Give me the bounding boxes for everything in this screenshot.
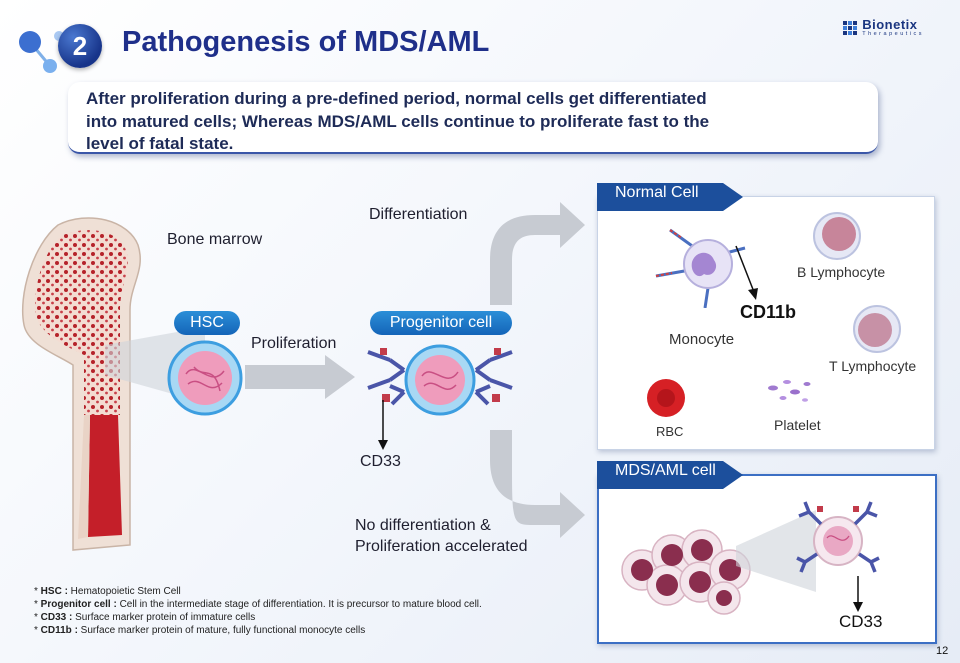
cd33-pointer-arrow-right xyxy=(853,576,863,612)
mds-zoom-cone xyxy=(736,510,816,592)
cd11b-label: CD11b xyxy=(740,302,797,322)
company-logo: Bionetix Therapeutics xyxy=(842,18,924,38)
normal-cell-tab: Normal Cell xyxy=(615,184,699,201)
mds-aml-tab: MDS/AML cell xyxy=(615,462,716,479)
logo-name: Bionetix xyxy=(862,17,918,32)
b-lymphocyte-label: B Lymphocyte xyxy=(797,264,886,280)
t-lymphocyte-cell xyxy=(853,305,901,353)
normal-cell-tab-shape xyxy=(597,183,743,211)
cd11b-pointer-arrow xyxy=(735,245,758,300)
monocyte-label: Monocyte xyxy=(669,331,735,348)
progenitor-pill: Progenitor cell xyxy=(370,311,512,335)
differentiation-label: Differentiation xyxy=(369,206,468,223)
logo-mark-icon xyxy=(843,21,858,35)
hsc-cell xyxy=(167,340,243,416)
rbc-cell xyxy=(647,379,685,417)
cd33-pointer-arrow xyxy=(378,400,388,450)
cd33-label-right: CD33 xyxy=(839,612,883,631)
bone-marrow-label: Bone marrow xyxy=(167,231,263,248)
t-lymphocyte-label: T Lymphocyte xyxy=(829,358,917,374)
bone-illustration xyxy=(21,217,141,551)
hsc-pill: HSC xyxy=(174,311,240,335)
footnote-cd33: * CD33 : Surface marker protein of immat… xyxy=(34,612,256,623)
mds-cell-cluster xyxy=(621,529,751,615)
proliferation-label: Proliferation xyxy=(251,335,337,352)
proliferation-arrow xyxy=(245,355,355,399)
section-number-badge: 2 xyxy=(58,24,102,68)
b-lymphocyte-cell xyxy=(813,212,861,260)
page-number: 12 xyxy=(936,645,949,657)
progenitor-cell xyxy=(367,344,513,416)
platelet-label: Platelet xyxy=(774,417,821,433)
footnote-progenitor: * Progenitor cell : Cell in the intermed… xyxy=(34,599,482,610)
mds-aml-tab-shape xyxy=(597,461,743,489)
logo-subtitle: Therapeutics xyxy=(862,31,924,37)
summary-line-2: into matured cells; Whereas MDS/AML cell… xyxy=(86,111,710,131)
summary-line-1: After proliferation during a pre-defined… xyxy=(86,89,707,108)
summary-line-3: level of fatal state. xyxy=(86,134,234,153)
no-differentiation-label-2: Proliferation accelerated xyxy=(355,538,528,555)
page-title: Pathogenesis of MDS/AML xyxy=(122,26,490,58)
cd33-label-left: CD33 xyxy=(360,453,401,470)
footnote-hsc: * HSC : Hematopoietic Stem Cell xyxy=(34,586,181,597)
rbc-label: RBC xyxy=(656,424,684,439)
mds-zoomed-cell xyxy=(796,501,880,573)
branch-arrows xyxy=(490,202,585,538)
footnote-cd11b: * CD11b : Surface marker protein of matu… xyxy=(34,625,366,636)
platelet-cells xyxy=(768,380,811,402)
no-differentiation-label-1: No differentiation & xyxy=(355,517,491,534)
summary-box: After proliferation during a pre-defined… xyxy=(68,82,878,154)
monocyte-cell xyxy=(655,228,746,308)
